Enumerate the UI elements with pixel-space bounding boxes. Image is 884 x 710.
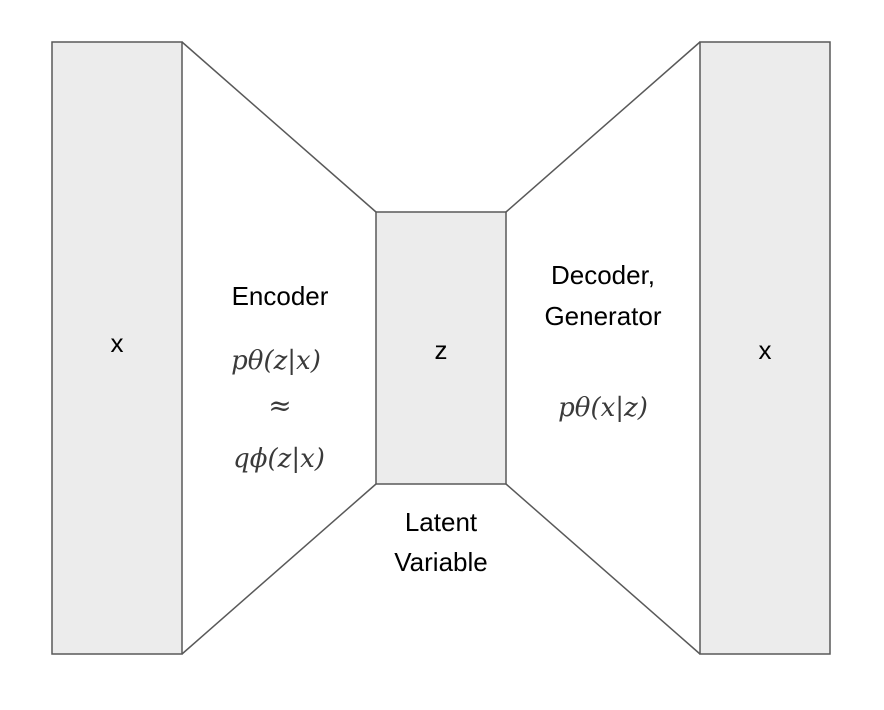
encoder-top-edge	[181, 41, 377, 213]
latent-caption-line1: Latent	[405, 507, 478, 537]
encoder-formula-p: pθ(z|x)	[231, 346, 321, 376]
decoder-title-line1: Decoder,	[551, 260, 655, 290]
output-label: x	[759, 335, 772, 365]
output-block	[699, 41, 831, 655]
approx-symbol: ≈	[268, 389, 291, 422]
latent-caption-line2: Variable	[394, 547, 487, 577]
decoder-formula: pθ(x|z)	[558, 393, 648, 423]
latent-label: z	[435, 335, 448, 365]
encoder-formula-q: qϕ(z|x)	[233, 444, 325, 474]
encoder-title: Encoder	[232, 281, 329, 311]
input-block	[51, 41, 183, 655]
encoder-bottom-edge	[181, 483, 377, 655]
decoder-top-edge	[505, 41, 701, 213]
latent-block	[375, 211, 507, 485]
decoder-bottom-edge	[505, 483, 701, 655]
decoder-title-line2: Generator	[544, 301, 661, 331]
input-label: x	[111, 328, 124, 358]
